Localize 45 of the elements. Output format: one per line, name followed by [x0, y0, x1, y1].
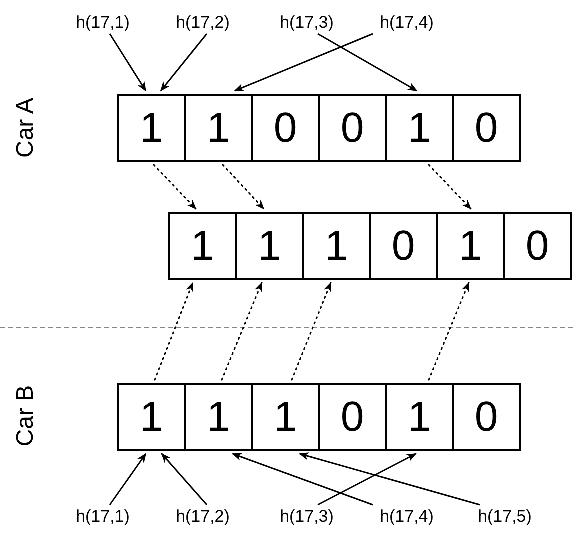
bit-cell: 1 — [235, 212, 304, 280]
bit-cell: 0 — [452, 383, 521, 451]
arrow — [109, 453, 147, 506]
bit-cell: 1 — [117, 383, 186, 451]
bit-cell: 0 — [318, 94, 387, 162]
bit-cell: 1 — [251, 383, 320, 451]
hash-label: h(17,1) — [76, 508, 130, 525]
hash-label: h(17,4) — [380, 14, 434, 31]
arrow — [234, 33, 374, 92]
arrow — [221, 282, 263, 381]
bit-cell: 1 — [117, 94, 186, 162]
arrow — [299, 452, 480, 506]
bit-cell: 1 — [385, 94, 454, 162]
arrow — [318, 33, 418, 92]
hash-label: h(17,2) — [176, 14, 230, 31]
arrow — [291, 282, 332, 381]
arrow — [222, 164, 265, 210]
arrow — [428, 282, 470, 381]
arrow — [161, 453, 208, 506]
bit-cell: 0 — [318, 383, 387, 451]
hash-label: h(17,1) — [76, 14, 130, 31]
hash-label: h(17,3) — [280, 508, 334, 525]
bit-cell: 0 — [369, 212, 438, 280]
bit-cell: 1 — [184, 383, 253, 451]
arrow — [160, 34, 208, 92]
hash-label: h(17,4) — [380, 508, 434, 525]
arrow — [428, 164, 472, 210]
bit-cell: 0 — [251, 94, 320, 162]
arrow — [154, 282, 194, 381]
hash-label: h(17,2) — [176, 508, 230, 525]
arrow — [153, 164, 197, 210]
bit-cell: 1 — [436, 212, 505, 280]
arrow — [109, 34, 147, 92]
bit-cell: 1 — [184, 94, 253, 162]
bit-cell: 0 — [503, 212, 572, 280]
bit-cell: 0 — [452, 94, 521, 162]
arrow — [318, 453, 417, 506]
arrow — [232, 453, 374, 506]
row-label: Car A — [14, 98, 38, 158]
bit-cell: 1 — [385, 383, 454, 451]
row-label: Car B — [14, 385, 38, 447]
bit-cell: 1 — [302, 212, 371, 280]
hash-label: h(17,5) — [478, 508, 532, 525]
hash-label: h(17,3) — [280, 14, 334, 31]
bit-cell: 1 — [168, 212, 237, 280]
